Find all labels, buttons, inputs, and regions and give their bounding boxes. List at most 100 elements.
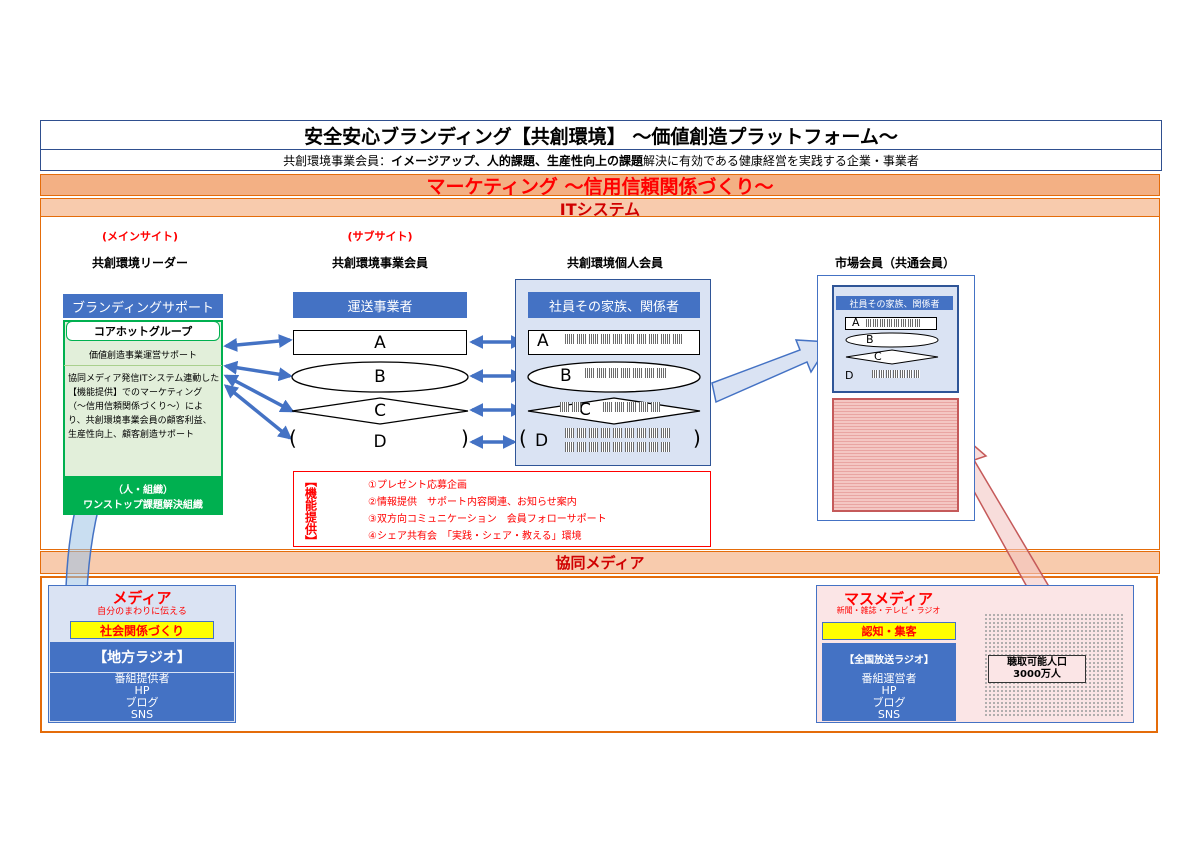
- function-item: ④シェア共有会 「実践・シェア・教える」環境: [368, 531, 582, 542]
- audience-line2: 3000万人: [1013, 669, 1061, 680]
- member-bar: [601, 428, 610, 438]
- member-bar: [637, 442, 646, 452]
- member-bars-d2: [565, 442, 670, 452]
- subtitle-prefix: 共創環境事業会員：: [283, 153, 392, 168]
- function-box: [293, 471, 711, 547]
- core-group-label: コアホットグループ: [66, 321, 220, 341]
- member-bar: [560, 402, 569, 412]
- market-item-b: B: [866, 333, 874, 346]
- value-support-label: 価値創造事業運営サポート: [64, 344, 222, 366]
- member-bar: [873, 319, 879, 327]
- individual-category-header: 社員その家族、関係者: [528, 292, 700, 318]
- market-item-b-shape: [845, 332, 939, 348]
- market-item-a: A: [852, 316, 860, 329]
- member-bar: [609, 368, 618, 378]
- member-bar: [649, 428, 658, 438]
- function-item: ①プレゼント応募企画: [368, 480, 467, 491]
- member-bar: [661, 428, 670, 438]
- media-banner: 協同メディア: [40, 551, 1160, 574]
- arrow-leader-d: [223, 384, 293, 440]
- member-bar: [649, 442, 658, 452]
- national-radio-label: 【全国放送ラジオ】: [822, 643, 956, 673]
- subtitle-item-productivity: 生産性向上の課題: [546, 153, 643, 168]
- member-bar: [637, 334, 646, 344]
- market-member-heading: 市場会員（共通会員）: [834, 255, 955, 270]
- member-bar: [613, 428, 622, 438]
- market-category-header: 社員その家族、関係者: [836, 296, 953, 310]
- local-media-title: メディア: [112, 588, 172, 607]
- mass-media-subtitle: 新聞・雑誌・テレビ・ラジオ: [836, 605, 941, 615]
- member-bar: [893, 370, 899, 378]
- member-bar: [887, 319, 893, 327]
- it-system-banner: ITシステム: [40, 198, 1160, 219]
- member-bar: [589, 334, 598, 344]
- member-bar: [613, 442, 622, 452]
- individual-member-heading: 共創環境個人会員: [566, 255, 663, 270]
- list-item: 番組運営者: [861, 672, 917, 685]
- leader-footer-line2: ワンストップ課題解決組織: [83, 499, 203, 511]
- member-bar: [603, 402, 612, 412]
- page-subtitle: 共創環境事業会員： イメージアップ 、 人的課題 、 生産性向上の課題 解決に有…: [40, 150, 1162, 171]
- member-bar: [673, 334, 682, 344]
- business-item-b-shape: [291, 361, 469, 393]
- member-bar: [625, 428, 634, 438]
- individual-item-c: C: [579, 400, 591, 420]
- local-media-badge: 社会関係づくり: [70, 621, 214, 639]
- list-item: ブログ: [872, 696, 906, 709]
- local-media-list: 番組提供者 HP ブログ SNS: [50, 673, 234, 721]
- member-bar: [613, 334, 622, 344]
- member-bar: [637, 428, 646, 438]
- member-bar: [621, 368, 630, 378]
- business-item-d: D: [373, 432, 387, 452]
- member-bar: [601, 442, 610, 452]
- member-bar: [589, 428, 598, 438]
- member-bar: [615, 402, 624, 412]
- business-item-d-bracket-right: ): [461, 426, 469, 450]
- member-bars-a: [565, 334, 682, 344]
- member-bar: [565, 334, 574, 344]
- individual-item-b: B: [560, 366, 572, 386]
- member-bar: [565, 428, 574, 438]
- member-bar: [886, 370, 892, 378]
- member-bar: [589, 442, 598, 452]
- list-item: HP: [881, 684, 897, 697]
- sub-site-label: (サブサイト): [347, 230, 413, 243]
- branding-support-header: ブランディングサポート: [63, 294, 223, 318]
- individual-item-d-bracket-right: ): [693, 426, 701, 450]
- audience-line1: 聴取可能人口: [1007, 657, 1067, 668]
- member-bar: [866, 319, 872, 327]
- function-item: ③双方向コミュニケーション 会員フォローサポート: [368, 514, 607, 525]
- business-category-header: 運送事業者: [293, 292, 467, 318]
- market-item-d: D: [845, 369, 854, 382]
- it-system-frame: [40, 217, 1160, 550]
- list-item: HP: [134, 684, 150, 697]
- member-bars-b: [585, 368, 666, 378]
- subtitle-item-image: イメージアップ: [391, 153, 475, 168]
- local-radio-label: 【地方ラジオ】: [50, 642, 234, 672]
- member-bar: [585, 368, 594, 378]
- member-bar: [627, 402, 636, 412]
- member-bar: [597, 368, 606, 378]
- member-bar: [651, 402, 660, 412]
- leader-footer-line1: （人・組織）: [113, 484, 173, 496]
- business-item-c-shape: [291, 397, 469, 425]
- member-bar: [649, 334, 658, 344]
- subtitle-item-human: 人的課題: [486, 153, 535, 168]
- member-bars-c: [560, 402, 581, 412]
- leader-heading: 共創環境リーダー: [91, 255, 188, 270]
- member-bar: [577, 442, 586, 452]
- market-item-c: C: [874, 350, 882, 363]
- member-bar: [879, 370, 885, 378]
- audience-size-label: 聴取可能人口 3000万人: [988, 655, 1086, 683]
- member-bar: [625, 442, 634, 452]
- member-bar: [633, 368, 642, 378]
- market-item-c-shape: [845, 349, 939, 365]
- page-title: 安全安心ブランディング【共創環境】 ～価値創造プラットフォーム～: [40, 120, 1162, 150]
- business-member-heading: 共創環境事業会員: [331, 255, 428, 270]
- member-bar: [661, 334, 670, 344]
- business-item-c: C: [374, 401, 386, 421]
- member-bar: [577, 334, 586, 344]
- mass-media-badge: 認知・集客: [822, 622, 956, 640]
- member-bar: [625, 334, 634, 344]
- arrow-leader-b: [223, 360, 293, 382]
